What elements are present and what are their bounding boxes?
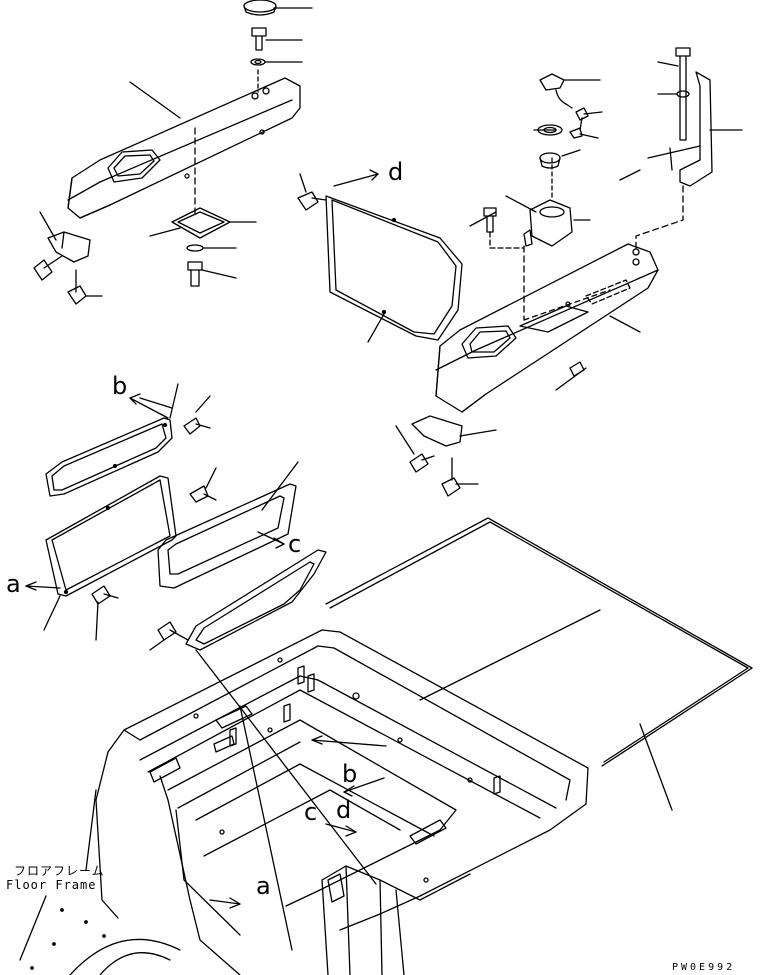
left-cover-assembly	[33, 0, 313, 305]
ref-letter-c-frame: c	[304, 798, 318, 826]
right-cover-assembly	[395, 47, 743, 497]
left-panel-plates	[25, 383, 327, 651]
ref-letter-c-mid: c	[288, 530, 302, 558]
floor-frame	[19, 629, 589, 975]
floor-frame-label-jp: フロアフレーム	[14, 864, 105, 878]
drawing-code: PW0E992	[672, 962, 736, 973]
ref-letter-a-frame: a	[256, 872, 271, 900]
ref-letter-a-left: a	[6, 570, 21, 598]
floor-mat	[325, 517, 753, 811]
ref-letter-b-frame: b	[342, 760, 358, 788]
ref-letter-b-left: b	[112, 372, 128, 400]
ref-letter-d-top: d	[388, 158, 404, 186]
floor-frame-label-en: Floor Frame	[6, 878, 97, 892]
center-access-panel	[297, 169, 463, 343]
ref-letter-d-frame: d	[336, 796, 352, 824]
